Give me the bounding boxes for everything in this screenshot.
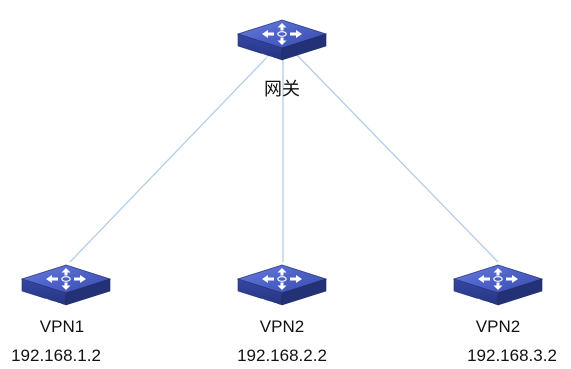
vpn2-middle-name-label: VPN2 — [259, 317, 305, 336]
vpn2-right-name-label: VPN2 — [475, 317, 521, 336]
link-gateway-vpn1 — [69, 51, 273, 263]
vpn1-switch-icon: SWITCH — [21, 264, 111, 311]
vpn2-right-switch-icon: SWITCH — [453, 264, 543, 311]
vpn1-name-label: VPN1 — [39, 317, 85, 336]
gateway-label: 网关 — [264, 79, 300, 100]
vpn1-ip-label: 192.168.1.2 — [11, 346, 101, 365]
link-gateway-vpn2-right — [293, 51, 499, 263]
vpn2-middle-switch-icon: SWITCH — [237, 264, 327, 311]
vpn2-middle-ip-label: 192.168.2.2 — [237, 346, 327, 365]
gateway-switch-icon: SWITCH — [237, 19, 327, 66]
vpn2-right-ip-label: 192.168.3.2 — [467, 346, 557, 365]
